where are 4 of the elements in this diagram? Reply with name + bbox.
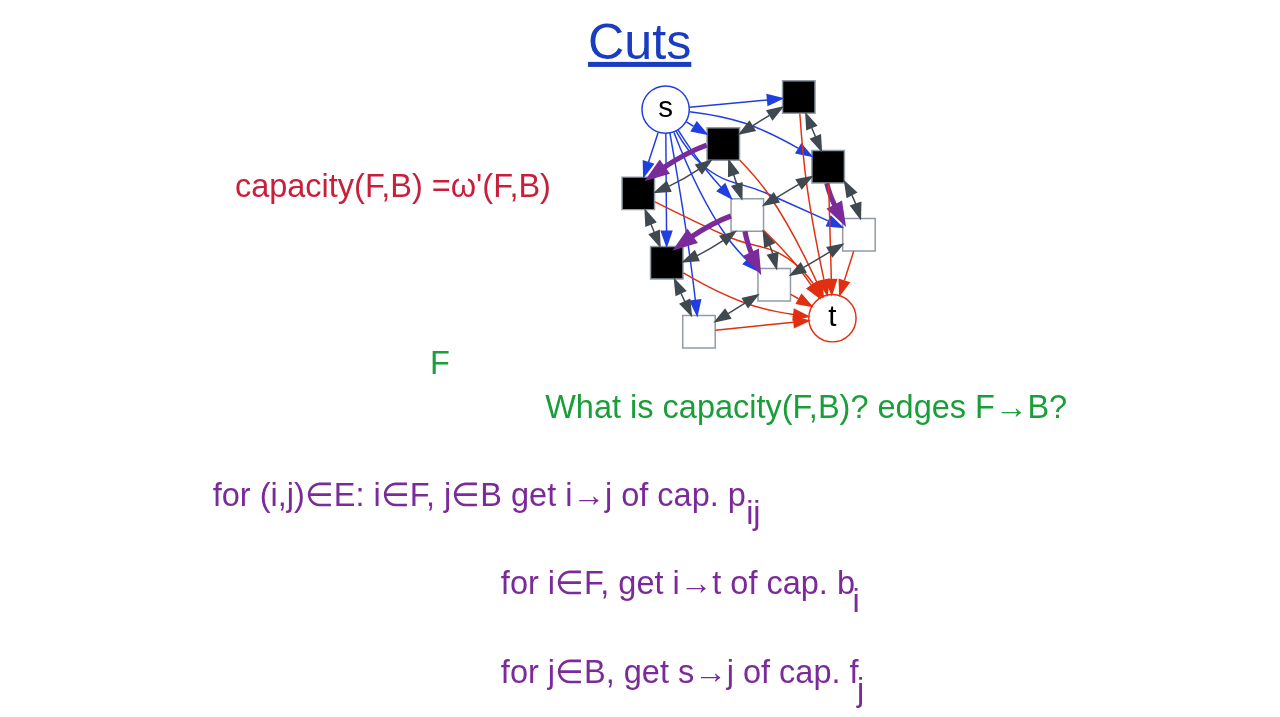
diagram-title: Cuts bbox=[587, 13, 691, 70]
label: What is capacity(F,B)? edges F→B? bbox=[544, 389, 1067, 426]
label: F bbox=[429, 345, 450, 382]
label: capacity(F,B) =ω'(F,B) bbox=[234, 167, 551, 204]
